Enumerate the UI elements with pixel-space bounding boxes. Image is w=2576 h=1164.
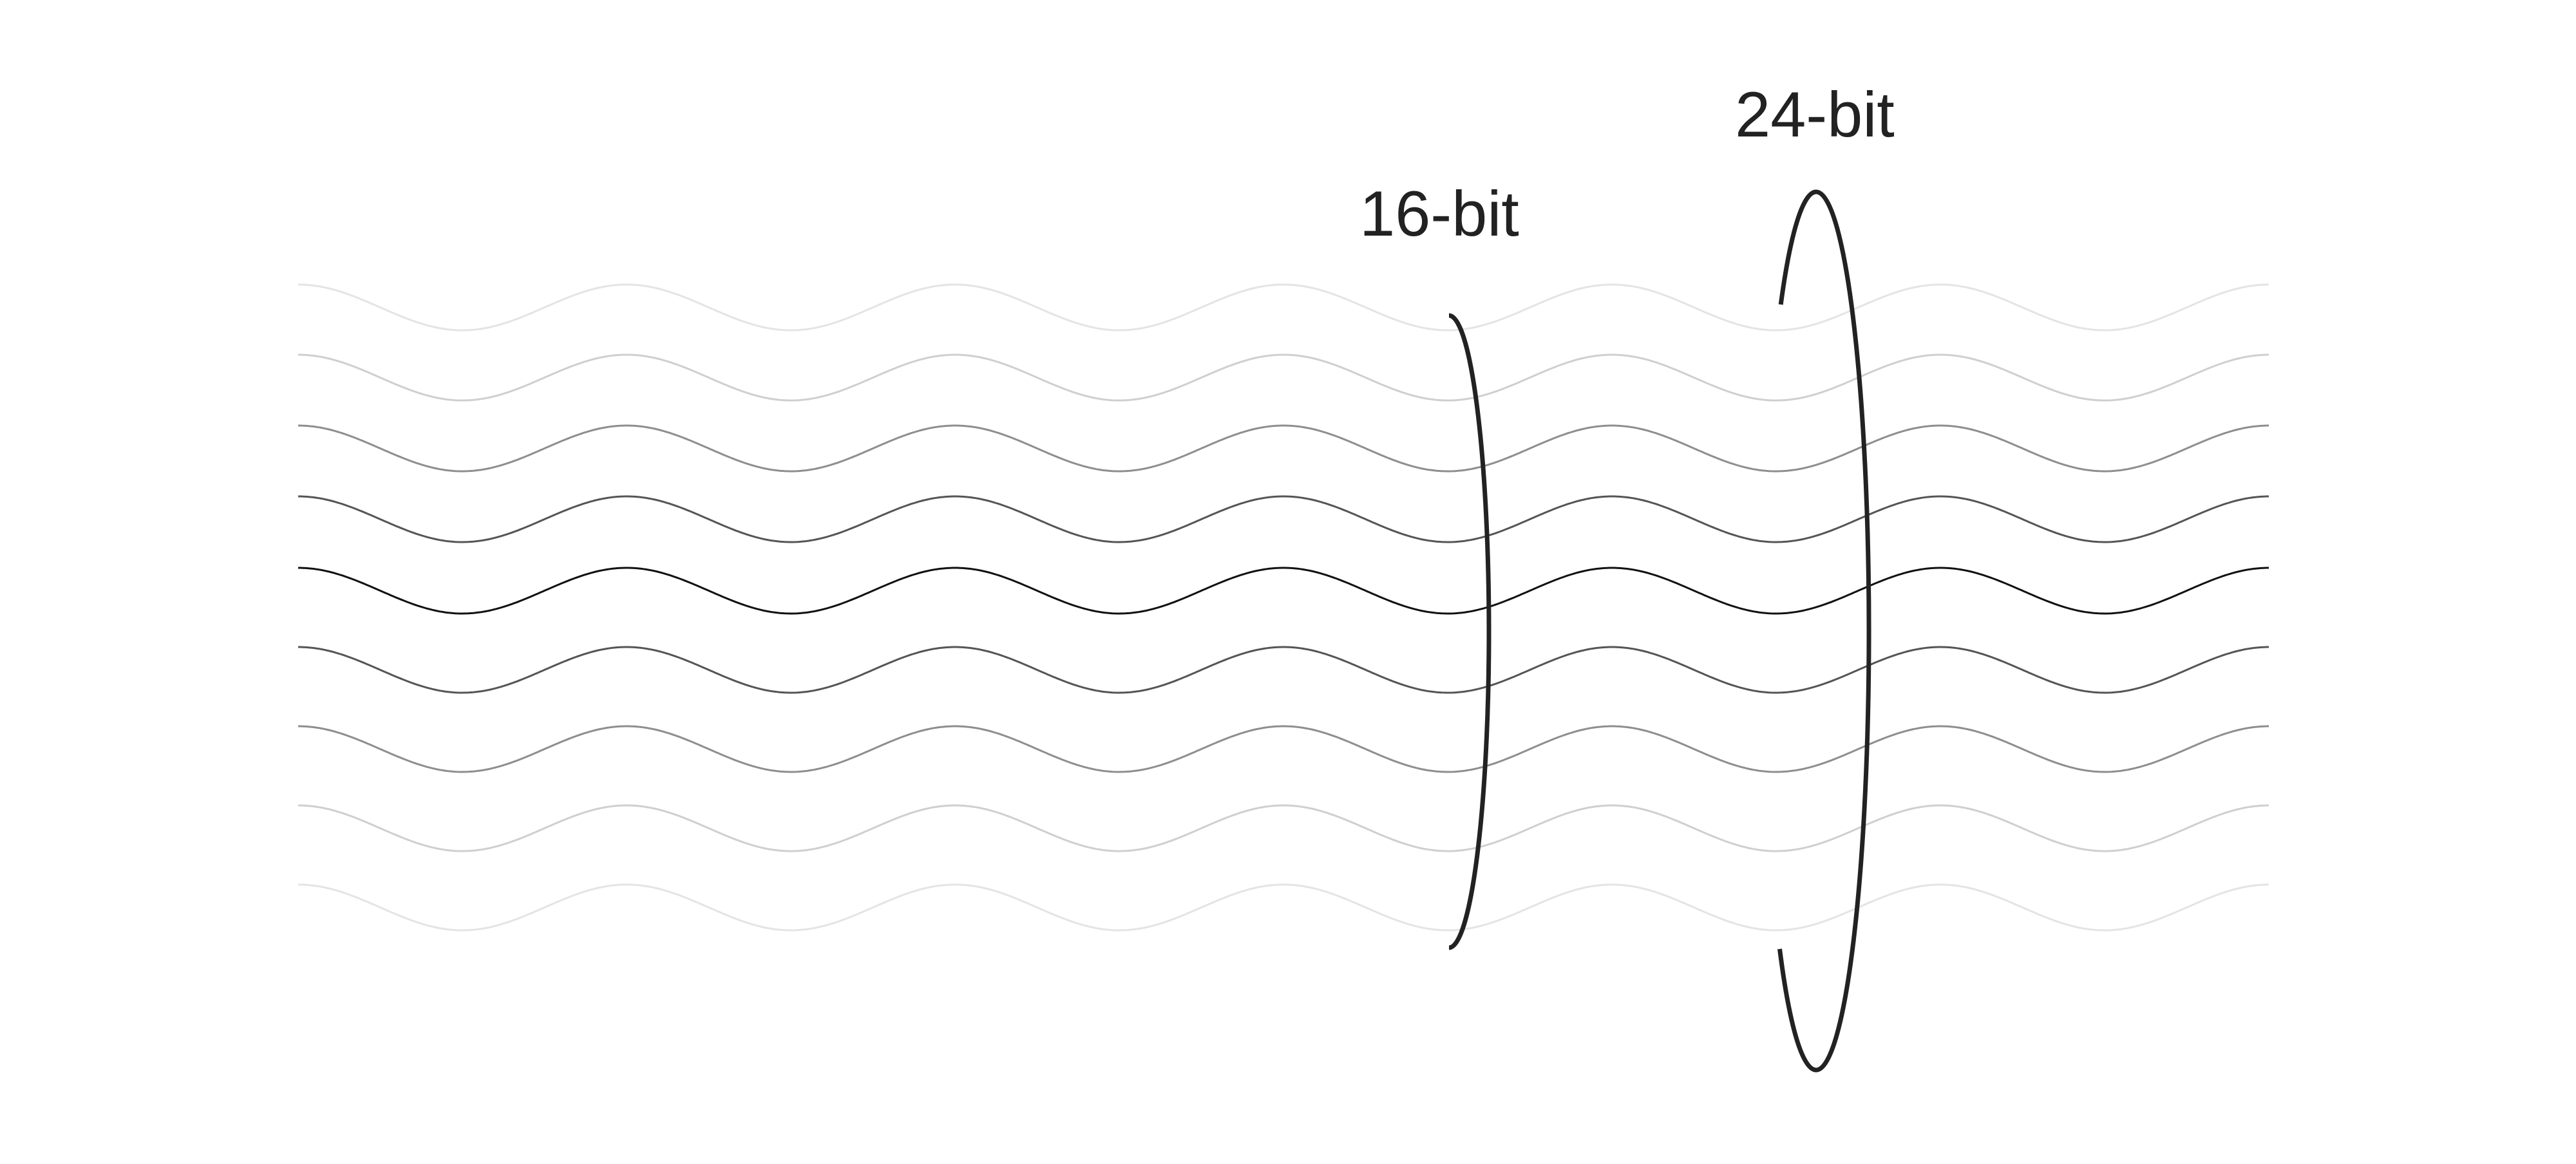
wave-line: [298, 283, 2269, 332]
wave-line: [298, 424, 2269, 473]
wave-line: [298, 567, 2269, 615]
wave-line: [298, 804, 2269, 852]
wave-line: [298, 646, 2269, 694]
label-24-bit: 24-bit: [1735, 79, 1895, 150]
label-16-bit: 16-bit: [1359, 178, 1519, 249]
wave-line: [298, 495, 2269, 543]
bracket-16-bit: [1448, 313, 1492, 950]
bracket-24-bit: [1777, 189, 1871, 1073]
wave-line: [298, 353, 2269, 402]
wave-line: [298, 725, 2269, 773]
wave-line: [298, 883, 2269, 932]
wave-lines: [298, 283, 2269, 932]
